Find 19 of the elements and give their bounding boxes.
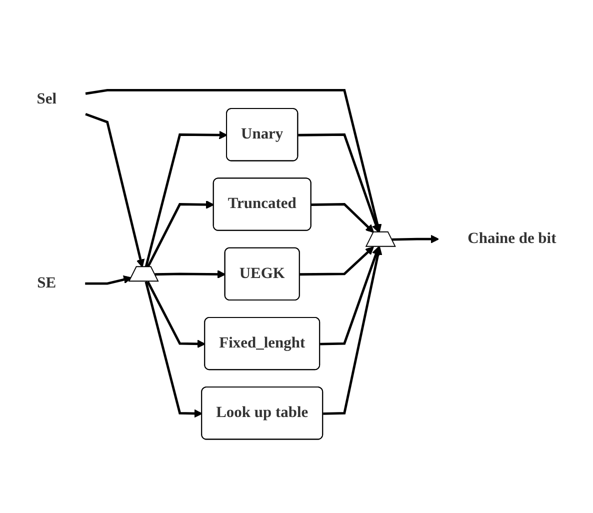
arrow [392, 234, 440, 244]
arrow [146, 200, 214, 268]
node-text: SE [37, 274, 56, 292]
arrow [85, 112, 145, 268]
arrow [146, 281, 206, 348]
arrow [144, 130, 228, 268]
arrow [323, 246, 382, 415]
arrow [300, 246, 374, 276]
arrow [298, 133, 380, 233]
arrow [154, 270, 226, 279]
node-text: Chaine de bit [468, 230, 556, 247]
arrow [85, 88, 382, 233]
arrow [85, 275, 132, 285]
arrow [320, 246, 380, 346]
node-trapezoid [365, 231, 396, 247]
arrow [311, 203, 374, 233]
node-trapezoid [128, 266, 159, 282]
arrow [144, 281, 202, 418]
node-text: Sel [36, 91, 57, 108]
